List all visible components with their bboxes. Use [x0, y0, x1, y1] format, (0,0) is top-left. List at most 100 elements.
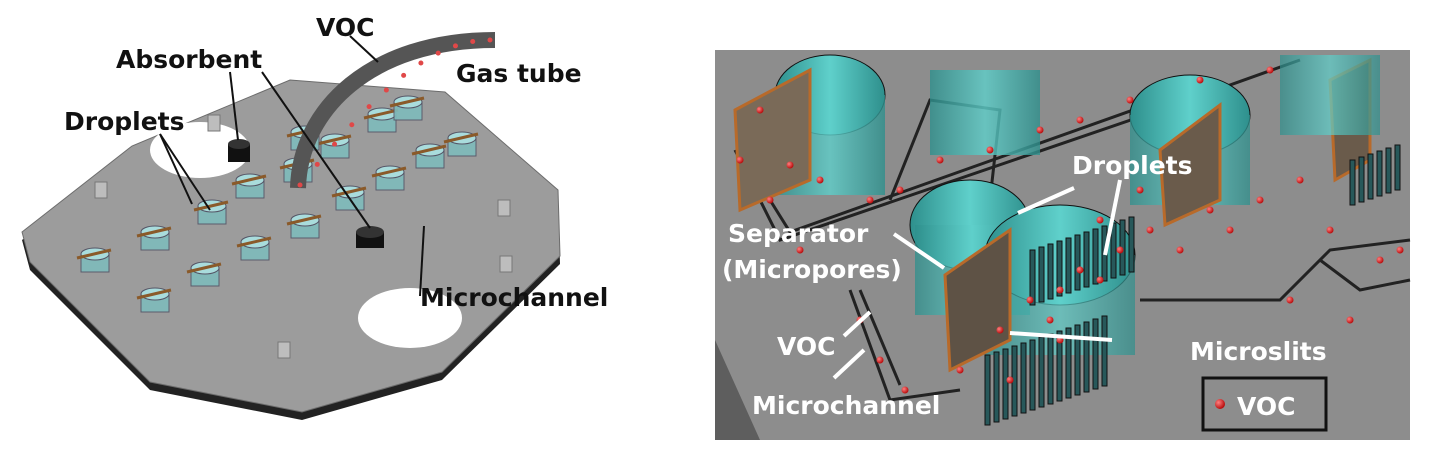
legend: VOC: [1201, 376, 1328, 432]
voc-particle: [786, 161, 794, 169]
voc-particle: [956, 366, 964, 374]
microslit: [1083, 231, 1090, 288]
voc-particle: [1096, 216, 1104, 224]
microslit: [1358, 156, 1365, 203]
microslit: [1047, 333, 1054, 405]
plate-pins: [94, 114, 513, 359]
microslit: [1065, 327, 1072, 399]
droplet-well: [930, 70, 1040, 155]
microslit: [1367, 153, 1374, 200]
label-droplets: Droplets: [64, 107, 185, 136]
separator: [136, 288, 172, 300]
microslit: [1394, 144, 1401, 191]
voc-particle: [1176, 246, 1184, 254]
label-voc: VOC: [316, 13, 375, 42]
voc-particle: [1146, 226, 1154, 234]
voc-particle: [1116, 246, 1124, 254]
separator: [389, 96, 425, 108]
separator: [286, 214, 322, 226]
notch: [150, 122, 250, 178]
separator: [186, 262, 222, 274]
microslit: [1020, 342, 1027, 414]
label-gas-tube: Gas tube: [456, 59, 582, 88]
label-microchannel: Microchannel: [752, 391, 940, 420]
voc-particle: [1026, 296, 1034, 304]
voc-particle: [470, 38, 476, 44]
voc-particle: [816, 176, 824, 184]
voc-particle: [1126, 96, 1134, 104]
voc-particle: [756, 106, 764, 114]
voc-particle: [435, 50, 441, 56]
separator: [76, 248, 112, 260]
left-leader-lines: [159, 35, 425, 297]
microslit: [1083, 321, 1090, 393]
notch: [358, 288, 462, 348]
right-leader-lines: [832, 179, 1122, 380]
separator: [236, 236, 272, 248]
voc-particle: [766, 196, 774, 204]
microslit: [1056, 330, 1063, 402]
label-microslits: Microslits: [1190, 337, 1327, 366]
voc-particle: [401, 72, 407, 78]
voc-particle: [1296, 176, 1304, 184]
microslit: [1349, 159, 1356, 206]
label-micropores: (Micropores): [722, 255, 902, 284]
voc-particle: [297, 182, 303, 188]
label-separator: Separator: [728, 219, 869, 248]
voc-particle: [349, 122, 355, 128]
voc-particle: [1196, 76, 1204, 84]
separator: [136, 226, 172, 238]
voc-particle: [1226, 226, 1234, 234]
voc-particle-icon: [1215, 399, 1225, 409]
voc-particle: [896, 186, 904, 194]
legend-voc: VOC: [1237, 392, 1296, 421]
voc-particle: [418, 60, 424, 66]
voc-particle: [1396, 246, 1404, 254]
microslit: [1092, 318, 1099, 390]
label-absorbent: Absorbent: [116, 45, 262, 74]
microslit: [1376, 150, 1383, 197]
microslit: [1128, 216, 1135, 273]
separator: [411, 144, 447, 156]
voc-particle: [936, 156, 944, 164]
microslit: [1074, 324, 1081, 396]
voc-particle: [876, 356, 884, 364]
label-voc: VOC: [777, 332, 836, 361]
voc-particle: [1376, 256, 1384, 264]
microslit: [1056, 240, 1063, 297]
separator: [193, 200, 229, 212]
voc-particle: [986, 146, 994, 154]
microslit: [1110, 222, 1117, 279]
microslit: [1038, 336, 1045, 408]
separator: [363, 108, 399, 120]
gas-tube: [290, 32, 496, 189]
voc-particle: [1076, 266, 1084, 274]
microslit: [993, 351, 1000, 423]
microslit: [1092, 228, 1099, 285]
microslit: [1047, 243, 1054, 300]
microslit: [1065, 237, 1072, 294]
microslit: [1029, 249, 1036, 306]
voc-particle: [866, 196, 874, 204]
voc-particle: [1346, 316, 1354, 324]
zoomed-view: Droplets Separator (Micropores) VOC Micr…: [715, 50, 1411, 440]
voc-particle: [1266, 66, 1274, 74]
voc-particle: [383, 87, 389, 93]
label-droplets: Droplets: [1072, 151, 1193, 180]
voc-particle: [996, 326, 1004, 334]
voc-particle: [796, 246, 804, 254]
separator: [231, 174, 267, 186]
absorbent-cylinders: [228, 139, 384, 248]
voc-particle: [452, 43, 458, 49]
separator: [316, 134, 352, 146]
microslit: [1029, 339, 1036, 411]
voc-particle: [1256, 196, 1264, 204]
microslit: [1038, 246, 1045, 303]
voc-particle: [487, 37, 493, 43]
separator: [371, 166, 407, 178]
microslit: [1101, 315, 1108, 387]
voc-particle: [1136, 186, 1144, 194]
droplet-well: [733, 54, 886, 213]
voc-particle: [1046, 316, 1054, 324]
